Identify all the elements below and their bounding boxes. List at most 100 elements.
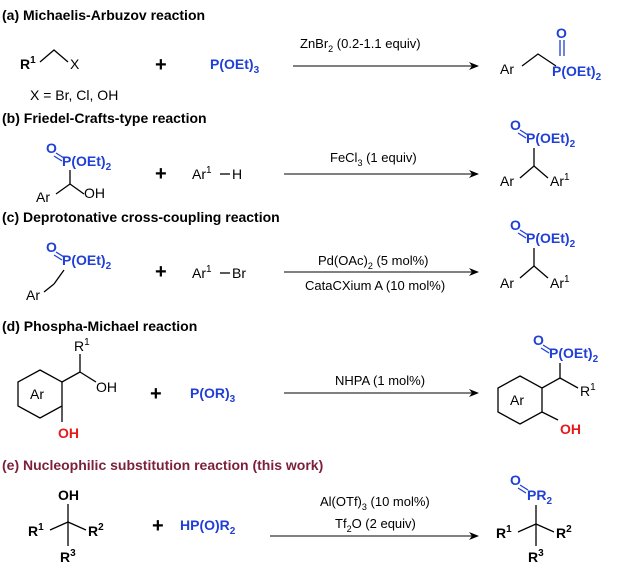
a-x-definition: X = Br, Cl, OH [30, 87, 118, 103]
e-prod-po-bond-1 [519, 484, 529, 491]
b-sm-car-bond [55, 183, 71, 195]
b-prod-ar: Ar [500, 173, 514, 189]
e-prod-r3: R3 [528, 548, 544, 565]
e-prod-c-r2-bond [535, 523, 555, 533]
c-reagent: Ar1 [192, 264, 212, 281]
b-sm-o: O [46, 140, 57, 156]
a-prod-p: P(OEt)2 [552, 63, 602, 83]
section-d-heading: (d) Phospha-Michael reaction [2, 318, 197, 334]
d-sm-ring-c-bond [61, 371, 81, 383]
e-prod-c-r1-bond [517, 523, 537, 533]
d-prod-oh: OH [560, 421, 581, 437]
e-prod-po-bond-2 [517, 487, 527, 494]
d-sm-r1: R1 [74, 337, 90, 354]
d-prod-c-r1-bond [559, 377, 579, 389]
d-prod-p: P(OEt)2 [549, 345, 599, 365]
e-sm-oh: OH [58, 487, 79, 503]
a-x-label: X [70, 56, 80, 72]
c-sm-p: P(OEt)2 [62, 252, 112, 272]
d-reagent: P(OR)3 [190, 385, 236, 405]
e-reagent: HP(O)R2 [180, 517, 236, 537]
e-prod-p: PR2 [527, 487, 552, 507]
d-sm-c-oh-bond [79, 371, 97, 383]
b-prod-po-bond-2 [517, 132, 527, 139]
a-prod-ar: Ar [500, 61, 514, 77]
c-reagent-br: Br [232, 265, 246, 281]
d-sm-ar: Ar [30, 386, 44, 402]
c-sm-ar: Ar [26, 287, 40, 303]
section-c-heading: (c) Deprotonative cross-coupling reactio… [2, 209, 280, 225]
e-prod-r1: R1 [496, 524, 512, 541]
c-prod-ar: Ar [500, 275, 514, 291]
b-reagent: Ar1 [192, 165, 212, 182]
c-sm-car-bond [43, 283, 55, 293]
b-sm-ar: Ar [36, 189, 50, 205]
d-prod-ar: Ar [510, 392, 524, 408]
section-a: (a) Michaelis-Arbuzov reaction R1 X X = … [2, 7, 602, 103]
d-prod-r1: R1 [580, 382, 596, 399]
a-reagent: P(OEt)3 [210, 56, 260, 76]
b-sm-oh: OH [84, 185, 105, 201]
section-c: (c) Deprotonative cross-coupling reactio… [2, 209, 576, 303]
c-sm-o: O [46, 239, 57, 255]
a-ch2-bond [39, 49, 69, 63]
a-r1-label: R1 [20, 55, 36, 72]
c-sm-po-bond-1 [55, 251, 65, 258]
d-sm-phenol-oh: OH [58, 425, 79, 441]
d-prod-po-bond-2 [540, 347, 550, 354]
d-prod-po-bond-1 [542, 344, 552, 351]
section-b-heading: (b) Friedel-Crafts-type reaction [2, 110, 207, 126]
e-condition-2: Tf2O (2 equiv) [335, 516, 416, 534]
c-prod-car-bond [519, 265, 535, 279]
d-plus: + [150, 383, 162, 405]
b-condition: FeCl3 (1 equiv) [330, 150, 417, 168]
e-sm-c-r2-bond [67, 521, 87, 531]
e-condition-1: Al(OTf)3 (10 mol%) [320, 494, 430, 512]
c-condition-1: Pd(OAc)2 (5 mol%) [318, 253, 428, 271]
section-e-heading: (e) Nucleophilic substitution reaction (… [2, 457, 323, 473]
c-prod-o: O [510, 217, 521, 233]
c-condition-2: CataCXium A (10 mol%) [305, 278, 445, 293]
c-prod-po-bond-2 [517, 232, 527, 239]
e-prod-r2: R2 [556, 524, 572, 541]
c-sm-pc-bond [53, 269, 65, 285]
b-sm-coh-bond [69, 183, 85, 195]
a-plus: + [155, 54, 167, 76]
b-prod-po-bond-1 [519, 129, 529, 136]
c-prod-po-bond-1 [519, 229, 529, 236]
c-plus: + [155, 261, 167, 283]
e-sm-r1: R1 [28, 522, 44, 539]
a-prod-o: O [556, 25, 567, 41]
c-prod-ar1: Ar1 [550, 274, 570, 291]
d-prod-o: O [533, 332, 544, 348]
e-prod-o: O [510, 472, 521, 488]
d-prod-ring-oh-bond [541, 411, 559, 421]
b-sm-p: P(OEt)2 [62, 153, 112, 173]
section-e: (e) Nucleophilic substitution reaction (… [2, 457, 572, 565]
b-prod-car1-bond [533, 165, 549, 179]
e-sm-c-r1-bond [49, 521, 69, 531]
e-plus: + [152, 515, 164, 537]
a-prod-bond [521, 53, 557, 67]
section-d: (d) Phospha-Michael reaction Ar R1 OH OH… [2, 318, 599, 441]
b-sm-po-bond-1 [55, 152, 65, 159]
d-sm-oh: OH [96, 379, 117, 395]
b-prod-o: O [510, 117, 521, 133]
section-a-heading: (a) Michaelis-Arbuzov reaction [2, 7, 205, 23]
b-prod-p: P(OEt)2 [526, 130, 576, 150]
d-prod-c-ring-bond [541, 377, 561, 389]
c-sm-po-bond-2 [53, 254, 63, 261]
b-sm-po-bond-2 [53, 155, 63, 162]
b-plus: + [155, 163, 167, 185]
c-prod-car1-bond [533, 265, 549, 279]
a-condition: ZnBr2 (0.2-1.1 equiv) [300, 36, 421, 54]
b-prod-ar1: Ar1 [550, 172, 570, 189]
section-b: (b) Friedel-Crafts-type reaction O P(OEt… [2, 110, 576, 205]
d-prod-ring [497, 375, 543, 425]
c-prod-p: P(OEt)2 [526, 230, 576, 250]
b-prod-car-bond [519, 165, 535, 179]
b-reagent-h: H [232, 166, 242, 182]
d-condition: NHPA (1 mol%) [335, 373, 425, 388]
e-sm-r2: R2 [88, 522, 104, 539]
